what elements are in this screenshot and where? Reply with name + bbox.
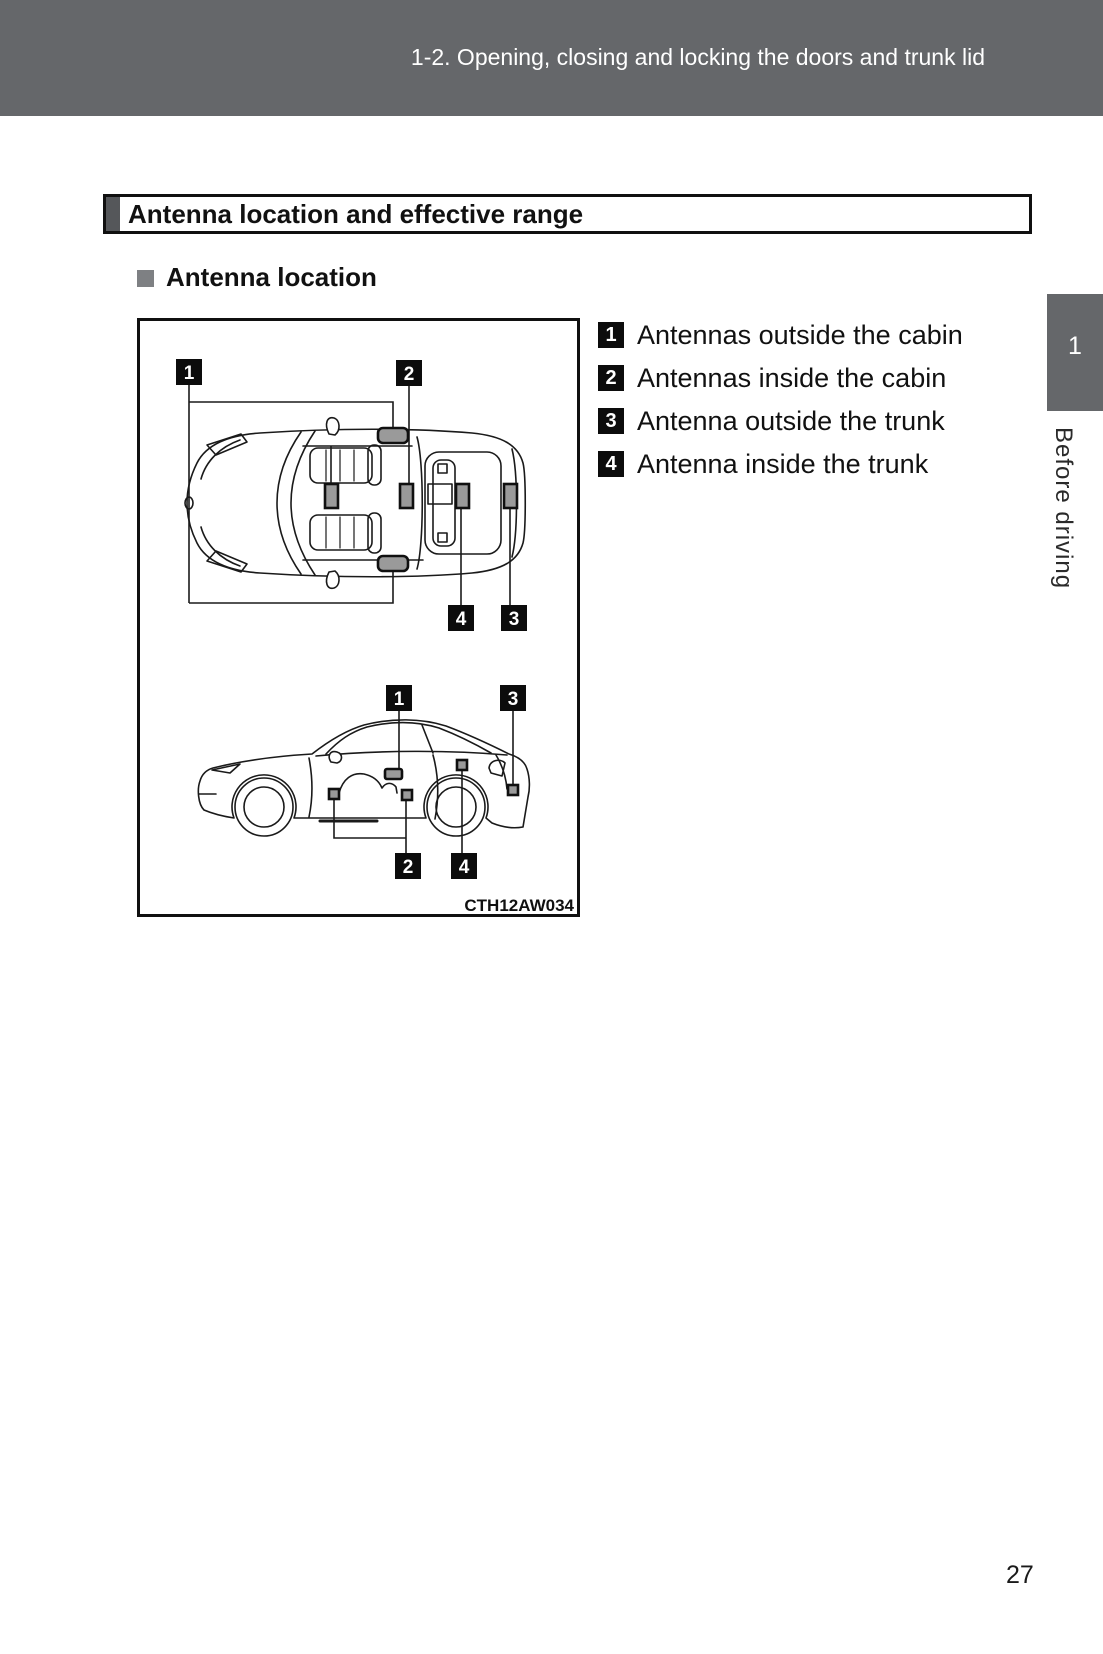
side-cabin-front-marker — [327, 787, 341, 801]
callout-number: 2 — [404, 364, 415, 385]
callout-number: 1 — [394, 689, 405, 710]
door-handle-marker-bottom — [376, 554, 410, 573]
legend-number-badge: 2 — [598, 365, 624, 391]
square-bullet-icon — [137, 270, 154, 287]
callout-square — [501, 605, 527, 631]
door-handle-marker-top — [376, 426, 410, 445]
page-header-bar: 1-2. Opening, closing and locking the do… — [0, 0, 1103, 116]
antenna-legend: 1 Antennas outside the cabin 2 Antennas … — [598, 319, 963, 494]
callout-square — [396, 360, 422, 386]
figure-box: 1 2 4 3 1 3 2 4 CTH12AW034 — [137, 318, 580, 917]
legend-number-badge: 4 — [598, 451, 624, 477]
callout-square — [176, 359, 202, 385]
chapter-title-vertical: Before driving — [1050, 427, 1077, 590]
trunk-antenna-marker — [454, 482, 471, 510]
figure-code: CTH12AW034 — [464, 896, 574, 914]
callout-number: 3 — [509, 609, 520, 630]
side-bumper-marker — [506, 783, 520, 797]
legend-label: Antenna outside the trunk — [637, 405, 945, 436]
section-title-box: Antenna location and effective range — [103, 194, 1032, 234]
callout-square — [448, 605, 474, 631]
legend-item: 1 Antennas outside the cabin — [598, 319, 963, 350]
car-top-view-drawing — [184, 416, 527, 590]
callout-number: 1 — [184, 363, 195, 384]
antenna-markers — [323, 426, 520, 802]
side-cabin-rear-marker — [400, 788, 414, 802]
side-door-handle-marker — [383, 767, 404, 781]
subsection-heading: Antenna location — [137, 262, 377, 293]
legend-item: 3 Antenna outside the trunk — [598, 405, 963, 436]
bumper-antenna-marker — [502, 482, 519, 510]
callout-square — [395, 853, 421, 879]
callout-square — [451, 853, 477, 879]
callout-number: 4 — [456, 609, 467, 630]
section-title: Antenna location and effective range — [128, 199, 584, 229]
callout-number: 3 — [508, 689, 519, 710]
legend-number-badge: 3 — [598, 408, 624, 434]
antenna-location-illustration: 1 2 4 3 1 3 2 4 CTH12AW034 — [176, 359, 575, 915]
callout-number: 2 — [403, 857, 414, 878]
section-title-accent-bar — [106, 197, 120, 231]
chapter-tab: 1 — [1047, 294, 1103, 411]
side-trunk-marker — [455, 758, 469, 772]
page-number: 27 — [1006, 1561, 1034, 1589]
cabin-antenna-rear-marker — [398, 482, 415, 510]
car-side-view-drawing — [197, 719, 531, 837]
breadcrumb: 1-2. Opening, closing and locking the do… — [410, 44, 985, 70]
legend-label: Antennas inside the cabin — [637, 362, 947, 393]
legend-label: Antennas outside the cabin — [637, 319, 963, 350]
callout-square — [500, 685, 526, 711]
cabin-antenna-front-marker — [323, 482, 340, 510]
legend-label: Antenna inside the trunk — [637, 448, 929, 479]
legend-number-badge: 1 — [598, 322, 624, 348]
callout-labels: 1 2 4 3 1 3 2 4 — [176, 359, 527, 879]
callout-number: 4 — [459, 857, 470, 878]
callout-square — [386, 685, 412, 711]
legend-item: 2 Antennas inside the cabin — [598, 362, 963, 393]
legend-item: 4 Antenna inside the trunk — [598, 448, 963, 479]
subsection-title: Antenna location — [166, 262, 377, 292]
